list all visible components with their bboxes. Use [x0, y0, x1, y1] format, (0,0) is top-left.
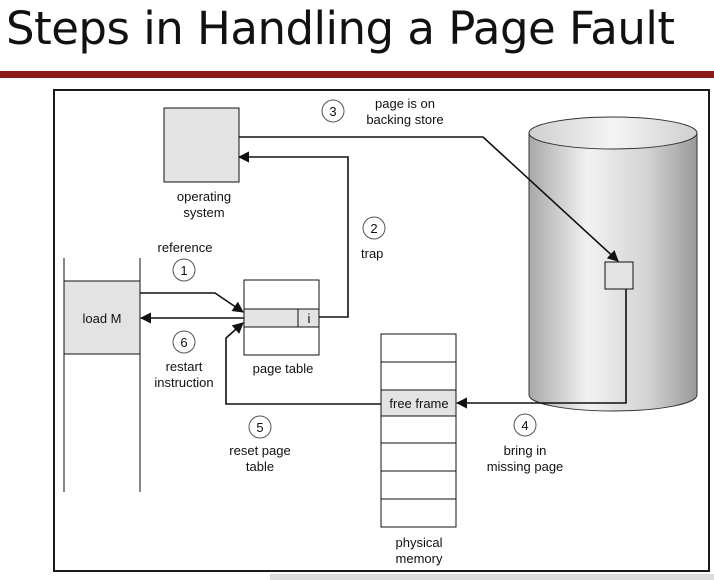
load-m-box [63, 280, 141, 355]
step-4-label-line2: missing page [487, 459, 564, 474]
os-label-line1: operating [177, 189, 231, 204]
step-6-label-line2: instruction [154, 375, 213, 390]
step-3-label-line1: page is on [375, 96, 435, 111]
free-frame-box [380, 389, 457, 417]
step-4-label-line1: bring in [504, 443, 547, 458]
step-5-number: 5 [256, 420, 263, 435]
step-4-number: 4 [521, 418, 528, 433]
step-5-label-line1: reset page [229, 443, 290, 458]
step-6: 6 [172, 330, 196, 354]
step-1-label: reference [158, 240, 213, 255]
arrow-step3-backing-store [239, 136, 619, 262]
physical-memory-label-line2: memory [396, 551, 443, 566]
slide-title: Steps in Handling a Page Fault [6, 2, 675, 55]
arrow-step1-reference [140, 292, 244, 313]
title-divider [0, 71, 714, 78]
step-4: 4 [513, 413, 537, 437]
invalid-bit: i [308, 311, 311, 326]
step-5: 5 [248, 415, 272, 439]
step-3-label-line2: backing store [366, 112, 443, 127]
step-3-number: 3 [329, 104, 336, 119]
arrow-step4-bring-in [455, 289, 627, 409]
step-2-label: trap [361, 246, 383, 261]
bottom-bar [270, 574, 714, 580]
step-3: 3 [321, 99, 345, 123]
step-5-label-line2: table [246, 459, 274, 474]
physical-memory [380, 333, 457, 528]
arrow-step2-trap [237, 151, 349, 318]
physical-memory-label-line1: physical [396, 535, 443, 550]
step-6-label-line1: restart [166, 359, 203, 374]
page-table-label: page table [253, 361, 314, 376]
step-6-number: 6 [180, 335, 187, 350]
step-2-number: 2 [370, 221, 377, 236]
missing-page-block [604, 261, 634, 290]
os-label-line2: system [183, 205, 224, 220]
operating-system-box [163, 107, 240, 183]
load-m-label: load M [82, 311, 121, 326]
step-2: 2 [362, 216, 386, 240]
free-frame-label: free frame [389, 396, 448, 411]
step-1-number: 1 [180, 263, 187, 278]
arrow-step5-reset [225, 322, 381, 405]
step-1: 1 [172, 258, 196, 282]
